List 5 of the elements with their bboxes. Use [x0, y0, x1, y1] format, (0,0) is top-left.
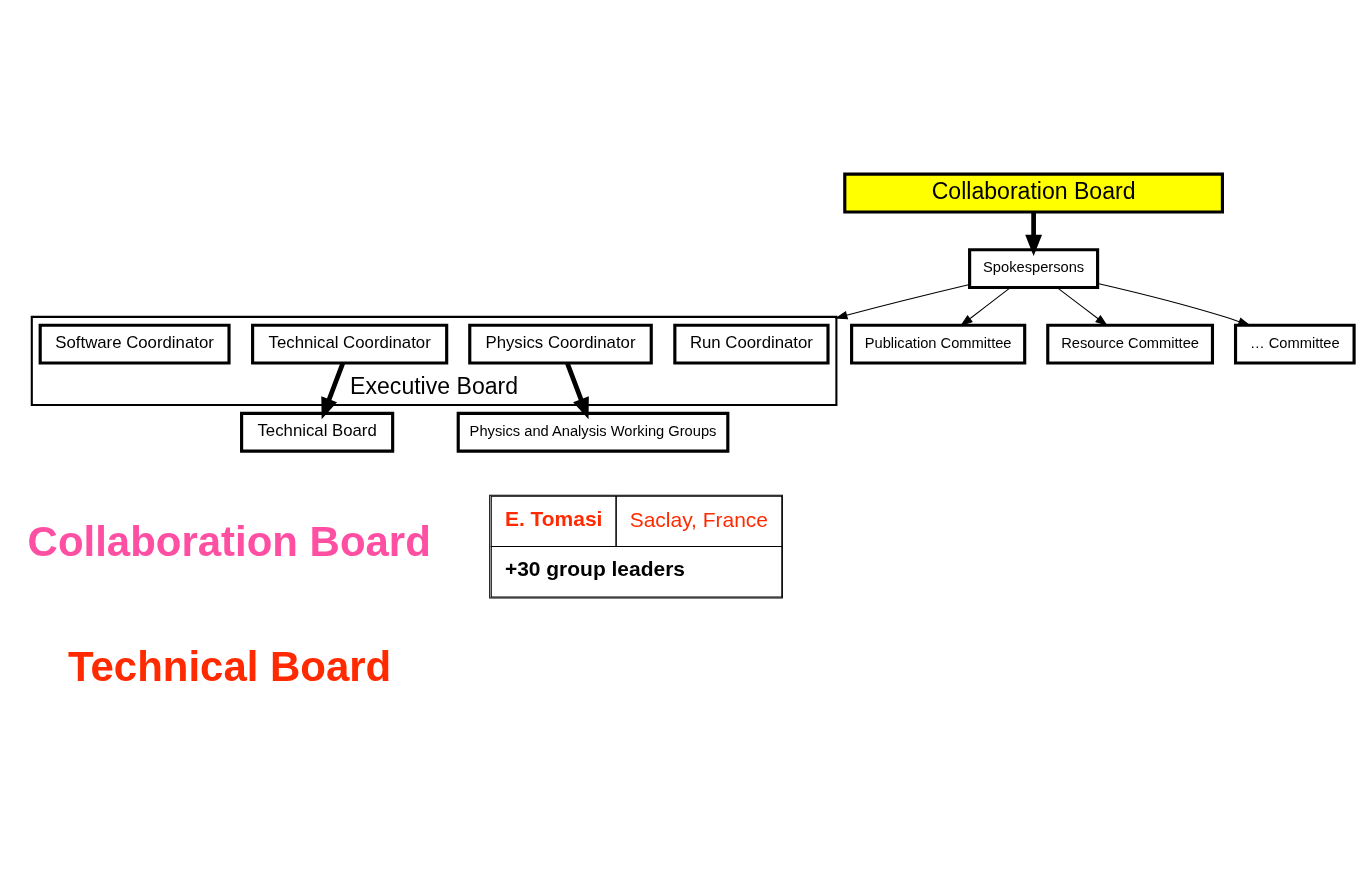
- label: Technical Board: [67, 642, 392, 690]
- label: +30 group leaders: [504, 556, 685, 580]
- label: Collaboration Board: [27, 518, 431, 566]
- label: E. Tomasi: [504, 506, 603, 530]
- label: Saclay, France: [629, 507, 769, 531]
